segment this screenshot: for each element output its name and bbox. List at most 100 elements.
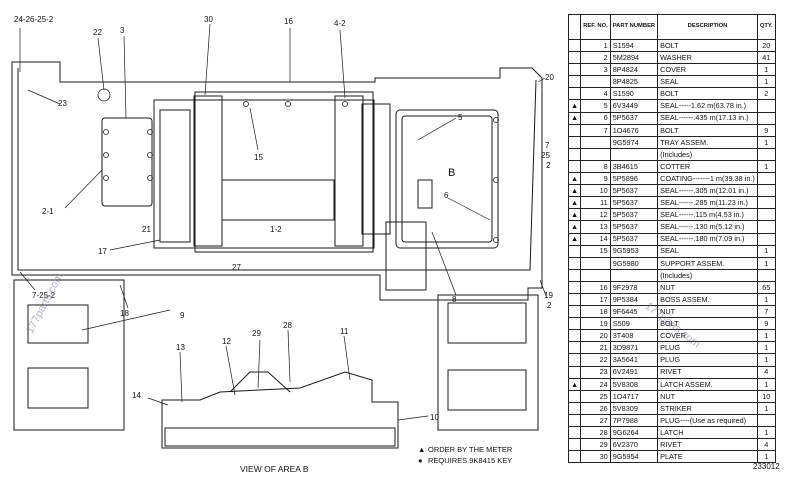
part-number-cell: 1O4717 — [609, 389, 659, 403]
part-number-cell: 3B4615 — [609, 159, 659, 174]
tray-frame — [153, 99, 375, 249]
callout-24-26-25-2: 24-26-25-2 — [14, 15, 54, 24]
mark-cell: ▲ — [567, 172, 582, 186]
ref-cell: 25 — [580, 389, 611, 403]
callout-11: 11 — [340, 327, 349, 336]
mark-cell — [567, 317, 582, 331]
area-b-inner — [401, 115, 493, 243]
part-number-cell: S1590 — [609, 87, 659, 101]
part-number-cell: 7P7988 — [609, 413, 659, 428]
ref-cell: 7 — [580, 123, 611, 137]
view-caption: VIEW OF AREA B — [240, 464, 309, 474]
ref-cell: 23 — [580, 365, 611, 379]
ref-cell: 19 — [580, 317, 611, 331]
ref-cell: 28 — [580, 425, 611, 440]
callout-12: 12 — [222, 337, 231, 346]
callout-27: 27 — [232, 263, 241, 272]
description-cell: PLUG — [657, 353, 758, 367]
ref-cell: 12 — [580, 208, 611, 222]
mark-cell — [567, 292, 582, 307]
left-rail — [193, 95, 223, 247]
center-plate — [221, 179, 335, 221]
mark-cell — [567, 341, 582, 355]
part-number-cell: S1594 — [609, 38, 659, 53]
callout-13: 13 — [176, 343, 185, 352]
mark-cell — [567, 280, 582, 294]
qty-cell: 1 — [756, 341, 776, 355]
mark-cell — [567, 353, 582, 367]
mark-cell — [567, 305, 582, 319]
qty-cell: 41 — [756, 51, 776, 65]
description-cell: LATCH ASSEM. — [657, 377, 758, 391]
mark-cell — [567, 123, 582, 137]
callout-2-top: 2 — [546, 161, 551, 170]
ref-cell: 6 — [580, 111, 611, 125]
description-cell: RIVET — [657, 438, 758, 452]
description-cell: SEAL------.305 m(12.01 in.) — [657, 184, 758, 198]
callout-17: 17 — [98, 247, 107, 256]
side-block-right — [361, 103, 391, 235]
bolt-10 — [493, 117, 499, 123]
qty-cell: 4 — [756, 438, 776, 452]
part-number-cell: 3D9871 — [609, 341, 659, 355]
bolt-8 — [285, 101, 291, 107]
description-cell: TRAY ASSEM. — [657, 135, 758, 149]
callout-5: 5 — [458, 113, 463, 122]
qty-cell: 1 — [756, 256, 776, 270]
lower-window-4 — [447, 369, 527, 411]
part-number-cell: 9F2978 — [609, 280, 659, 294]
callout-9: 9 — [180, 311, 185, 320]
lower-window-2 — [27, 367, 89, 409]
callout-29: 29 — [252, 329, 261, 338]
callout-7-25-2: 7-25-2 — [32, 291, 56, 300]
mark-cell — [567, 329, 582, 343]
callout-b: B — [448, 167, 455, 179]
part-number-cell — [609, 268, 659, 282]
callout-18: 18 — [120, 309, 129, 318]
qty-cell: 1 — [756, 63, 776, 77]
ref-cell — [580, 75, 611, 89]
callout-8: 8 — [452, 295, 457, 304]
ref-cell: 2 — [580, 51, 611, 65]
ref-cell: 1 — [580, 38, 611, 53]
qty-cell: 1 — [756, 377, 776, 391]
qty-cell: 9 — [756, 317, 776, 331]
part-number-cell: 9G5954 — [609, 450, 659, 464]
part-number-cell: 5P5637 — [609, 196, 659, 210]
header-mark — [567, 14, 582, 40]
header-part-number: PART NUMBER — [609, 14, 659, 40]
description-cell: SEAL------.435 m(17.13 in.) — [657, 111, 758, 125]
part-number-cell: 5P5637 — [609, 232, 659, 246]
callout-14: 14 — [132, 391, 141, 400]
mark-cell: ▲ — [567, 208, 582, 222]
part-number-cell: 9G5953 — [609, 244, 659, 258]
bolt-9 — [342, 101, 348, 107]
ref-cell: 14 — [580, 232, 611, 246]
ref-cell: 4 — [580, 87, 611, 101]
mark-cell — [567, 63, 582, 77]
part-number-cell: 8P4825 — [609, 75, 659, 89]
description-cell: COATING-------1 m(39.38 in.) — [657, 172, 758, 186]
mark-cell — [567, 438, 582, 452]
header-description: DESCRIPTION — [657, 14, 758, 40]
mark-cell — [567, 38, 582, 53]
ref-cell — [580, 135, 611, 149]
callout-23: 23 — [58, 99, 67, 108]
part-number-cell: 5P5637 — [609, 208, 659, 222]
